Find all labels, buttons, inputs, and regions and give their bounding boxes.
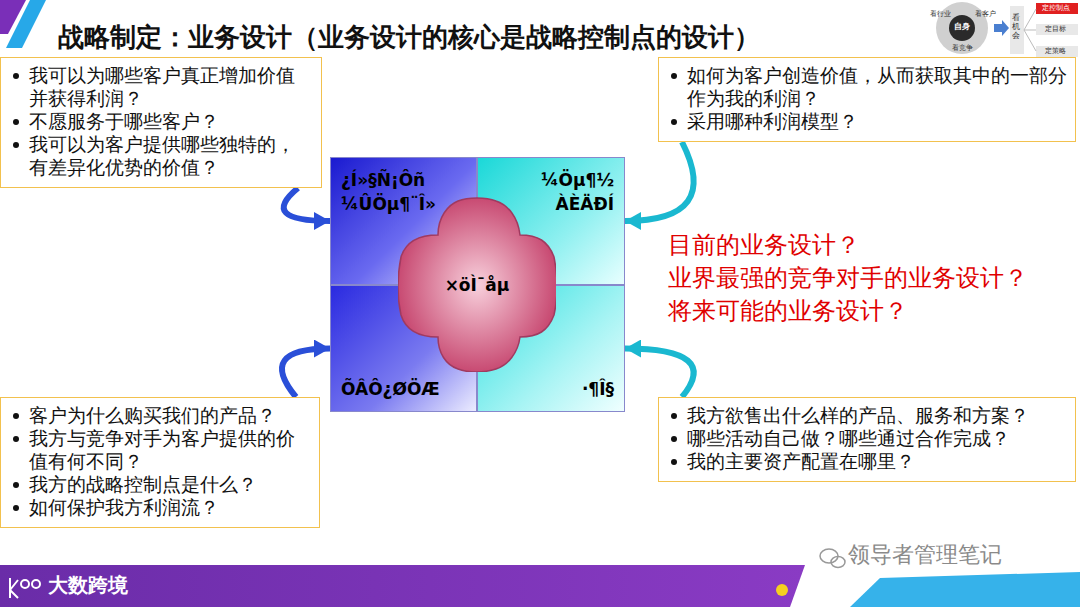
bullet-dot (13, 413, 19, 419)
curved-arrow (284, 188, 330, 221)
bullet-item: 我方的战略控制点是什么？ (9, 473, 311, 496)
piece-label: ÕÂÔ¿ØÖÆ (341, 377, 440, 401)
bullet-text: 我方与竞争对手为客户提供的价值有何不同？ (29, 428, 295, 472)
bullet-text: 我可以为客户提供哪些独特的，有差异化优势的价值？ (29, 134, 295, 178)
bullet-text: 我方的战略控制点是什么？ (29, 474, 257, 495)
bullet-dot (13, 73, 19, 79)
bullet-item: 我方与竞争对手为客户提供的价值有何不同？ (9, 427, 311, 473)
nav-label: 看客户 (975, 10, 996, 18)
bullet-item: 我的主要资产配置在哪里？ (667, 450, 1067, 473)
question-box: 我可以为哪些客户真正增加价值并获得利润？不愿服务于哪些客户？我可以为客户提供哪些… (0, 57, 322, 188)
bullet-dot (13, 482, 19, 488)
bullet-dot (671, 436, 677, 442)
red-question: 目前的业务设计？ (668, 232, 860, 258)
bullet-item: 不愿服务于哪些客户？ (9, 110, 313, 133)
curved-arrow (625, 142, 694, 221)
bullet-text: 客户为什么购买我们的产品？ (29, 405, 276, 426)
brand-name: 大数跨境 (48, 574, 128, 596)
bullet-dot (671, 459, 677, 465)
bullet-text: 我的主要资产配置在哪里？ (687, 451, 915, 472)
piece-label: ·¶Î§ (582, 377, 614, 401)
bullet-item: 哪些活动自己做？哪些通过合作完成？ (667, 427, 1067, 450)
question-box: 客户为什么购买我们的产品？我方与竞争对手为客户提供的价值有何不同？我方的战略控制… (0, 397, 320, 528)
bullet-text: 采用哪种利润模型？ (687, 111, 858, 132)
piece-label: ×öÌ¯åµ (445, 273, 510, 297)
nav-label: 定控制点 (1042, 4, 1070, 12)
curved-arrow (625, 349, 694, 398)
bullet-dot (671, 119, 677, 125)
bullet-text: 如何为客户创造价值，从而获取其中的一部分作为我的利润？ (687, 65, 1067, 109)
bullet-text: 如何保护我方利润流？ (29, 497, 219, 518)
bullet-item: 我可以为哪些客户真正增加价值并获得利润？ (9, 64, 313, 110)
bullet-item: 如何保护我方利润流？ (9, 496, 311, 519)
nav-label: 看行业 (930, 10, 951, 18)
bullet-item: 我方欲售出什么样的产品、服务和方案？ (667, 404, 1067, 427)
corner-stripe (6, 0, 46, 48)
watermark-icon (820, 549, 845, 568)
nav-circle (936, 2, 1078, 57)
slide-title: 战略制定：业务设计（业务设计的核心是战略控制点的设计） (58, 20, 760, 55)
bullet-dot (671, 413, 677, 419)
bullet-dot (13, 142, 19, 148)
bullet-item: 如何为客户创造价值，从而获取其中的一部分作为我的利润？ (667, 64, 1067, 110)
curved-arrow (282, 349, 330, 398)
bottom-band (850, 572, 1080, 607)
bullet-text: 哪些活动自己做？哪些通过合作完成？ (687, 428, 1010, 449)
nav-label: 自身 (954, 23, 970, 32)
nav-label: 看竞争 (952, 44, 973, 52)
bullet-item: 我可以为客户提供哪些独特的，有差异化优势的价值？ (9, 133, 313, 179)
bullet-item: 客户为什么购买我们的产品？ (9, 404, 311, 427)
question-box: 我方欲售出什么样的产品、服务和方案？哪些活动自己做？哪些通过合作完成？我的主要资… (658, 397, 1076, 482)
nav-label: 定目标 (1045, 25, 1066, 33)
nav-label: 看机会 (1012, 14, 1020, 40)
red-question: 将来可能的业务设计？ (668, 298, 908, 324)
bullet-dot (13, 436, 19, 442)
bullet-dot (671, 73, 677, 79)
bullet-text: 不愿服务于哪些客户？ (29, 111, 219, 132)
logo-mark (10, 578, 40, 598)
nav-label: 定策略 (1045, 47, 1066, 55)
yellow-dot (776, 584, 788, 596)
watermark: 领导者管理笔记 (848, 543, 1002, 567)
puzzle-center-piece: ×öÌ¯åµ (398, 197, 556, 372)
bullet-text: 我方欲售出什么样的产品、服务和方案？ (687, 405, 1029, 426)
bottom-band (0, 565, 805, 607)
bullet-text: 我可以为哪些客户真正增加价值并获得利润？ (29, 65, 295, 109)
red-question: 业界最强的竞争对手的业务设计？ (668, 265, 1028, 291)
bullet-dot (13, 505, 19, 511)
question-box: 如何为客户创造价值，从而获取其中的一部分作为我的利润？采用哪种利润模型？ (658, 57, 1076, 142)
bullet-dot (13, 119, 19, 125)
bullet-item: 采用哪种利润模型？ (667, 110, 1067, 133)
